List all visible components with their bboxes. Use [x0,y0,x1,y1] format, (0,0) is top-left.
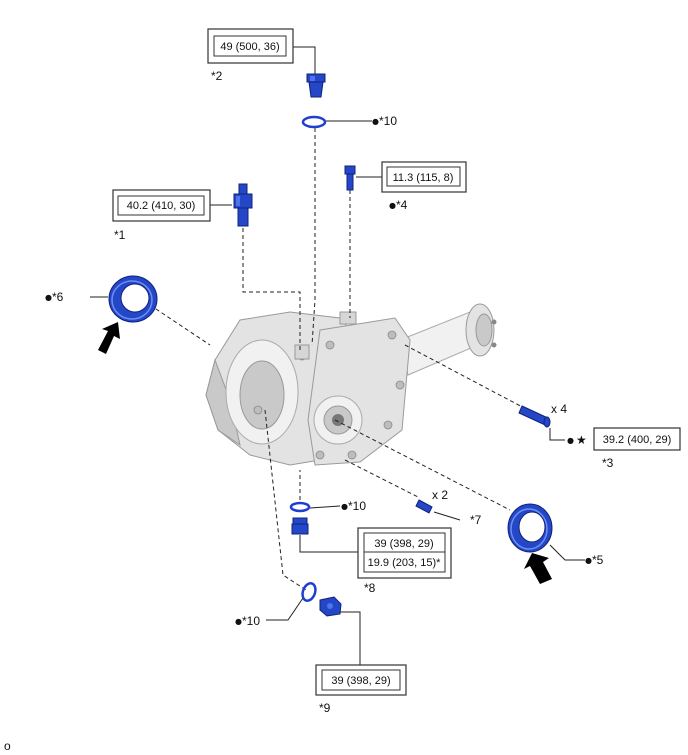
gasket-top [301,115,327,129]
drain-plug [291,517,309,535]
dowel-pin [415,499,433,514]
torque-box-8: 39 (398, 29) 19.9 (203, 15)* [357,527,452,579]
bolt-small [344,165,356,191]
bullet-10-middle: ● [341,502,348,511]
torque-value-9: 39 (398, 29) [331,675,390,687]
stud-bolt [518,405,551,428]
callout-10-middle: *10 [348,499,366,513]
bullet-4: ● [389,201,396,210]
direction-arrow-left [98,322,120,354]
callout-7: *7 [470,513,482,527]
differential-carrier-housing [205,303,497,466]
torque-box-1: 40.2 (410, 30) [112,189,211,222]
torque-box-2: 49 (500, 36) [207,28,294,64]
bullet-10-top: ● [372,117,379,126]
callout-9: *9 [319,701,331,715]
corner-mark: o [4,739,11,753]
callout-2: *2 [211,69,223,83]
torque-box-9: 39 (398, 29) [315,664,407,696]
breather-plug [233,183,253,227]
torque-value-8a: 39 (398, 29) [374,538,433,550]
quantity-stud-bolts: x 4 [551,402,567,416]
callout-1: *1 [114,228,126,242]
torque-value-1: 40.2 (410, 30) [127,200,196,212]
torque-value-4: 11.3 (115, 8) [393,172,454,184]
gasket-bottom [301,582,317,602]
oil-seal-left [108,275,158,323]
torque-box-3: 39.2 (400, 29) [593,427,681,451]
star-3: ★ [576,433,587,447]
torque-value-8b: 19.9 (203, 15)* [368,557,441,569]
bullet-10-bottom: ● [235,617,242,626]
bullet-5: ● [585,556,592,565]
callout-6: *6 [52,290,64,304]
quantity-dowel-pins: x 2 [432,488,448,502]
torque-value-3: 39.2 (400, 29) [603,434,672,446]
bullet-3: ● [567,436,574,445]
callout-10-top: *10 [379,114,397,128]
callout-5: *5 [592,553,604,567]
plug-bottom [319,596,342,617]
direction-arrow-right [524,553,552,584]
torque-value-2: 49 (500, 36) [220,41,279,53]
callout-8: *8 [364,581,376,595]
callout-10-bottom: *10 [242,614,260,628]
callout-3: *3 [602,456,614,470]
callout-4: *4 [396,198,408,212]
oil-seal-right [507,503,553,553]
torque-box-4: 11.3 (115, 8) [381,161,467,193]
bullet-6: ● [45,293,52,302]
gasket-middle [289,501,311,513]
assembly-guide-lines [149,128,529,591]
filler-plug [306,73,326,98]
